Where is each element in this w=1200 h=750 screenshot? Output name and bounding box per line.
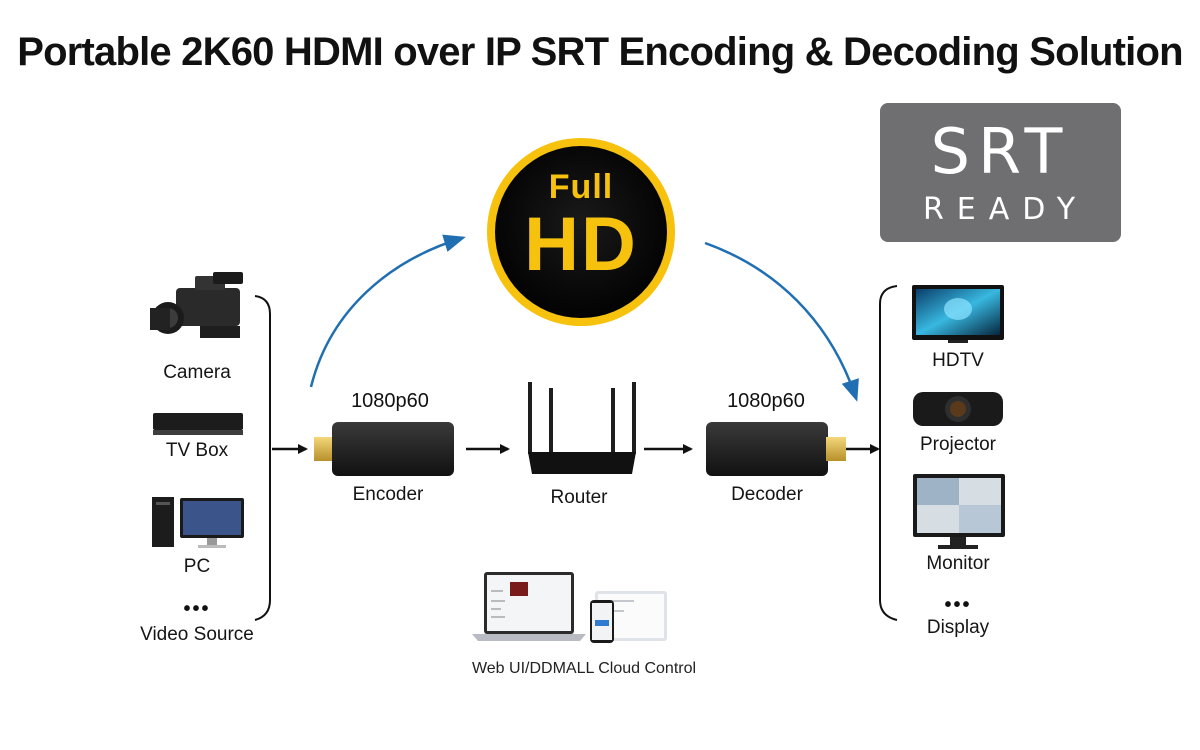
- encoder-device-icon: [314, 422, 454, 476]
- hdtv-icon: [912, 285, 1004, 343]
- monitor-icon: [913, 474, 1005, 549]
- full-hd-line1: Full: [548, 168, 614, 206]
- full-hd-line2: HD: [524, 202, 638, 287]
- srt-badge-subtitle: READY: [922, 192, 1089, 227]
- camera-icon: [150, 272, 243, 338]
- phone-icon: [590, 600, 614, 643]
- source-bracket: [254, 295, 271, 621]
- source-label-tv-box: TV Box: [165, 440, 229, 461]
- tv-box-icon: [153, 413, 243, 435]
- decoder-device-icon: [706, 422, 846, 476]
- source-label-camera: Camera: [163, 362, 231, 383]
- display-label-monitor: Monitor: [926, 553, 990, 574]
- srt-ready-badge: SRT READY: [880, 103, 1121, 242]
- srt-badge-title: SRT: [930, 115, 1071, 188]
- control-label: Web UI/DDMALL Cloud Control: [471, 660, 697, 677]
- router-icon: [528, 382, 636, 474]
- decoder-resolution: 1080p60: [727, 390, 805, 412]
- display-label-display: Display: [926, 617, 990, 638]
- source-label-pc: PC: [183, 556, 211, 577]
- page-title: Portable 2K60 HDMI over IP SRT Encoding …: [17, 30, 1183, 74]
- encoder-label: Encoder: [352, 484, 424, 505]
- download-curve-arrow: [704, 241, 859, 402]
- display-bracket: [879, 285, 898, 621]
- full-hd-badge-icon: [487, 138, 675, 326]
- decoder-label: Decoder: [731, 484, 803, 505]
- display-label-projector: Projector: [919, 434, 997, 455]
- source-more-dots: •••: [183, 598, 211, 620]
- display-label-hdtv: HDTV: [932, 350, 984, 371]
- pc-icon: [152, 497, 244, 548]
- source-label-video-source: Video Source: [140, 624, 254, 645]
- display-more-dots: •••: [944, 594, 972, 616]
- laptop-icon: [472, 572, 586, 641]
- router-label: Router: [550, 487, 608, 508]
- encoder-resolution: 1080p60: [351, 390, 429, 412]
- upload-curve-arrow: [309, 234, 466, 388]
- projector-icon: [913, 392, 1003, 426]
